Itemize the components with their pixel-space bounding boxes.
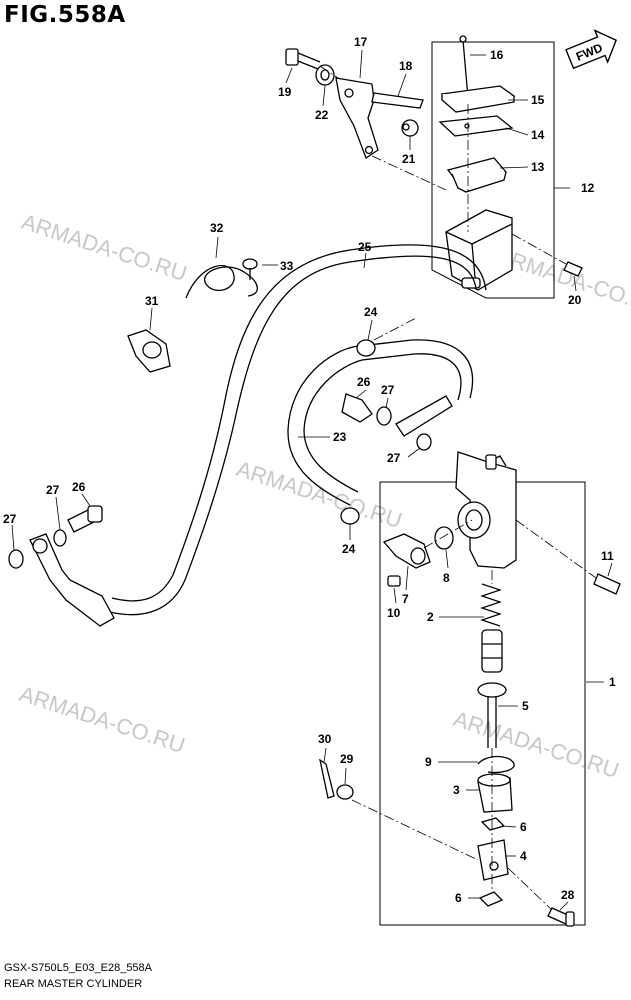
callout-20: 20	[568, 293, 582, 307]
callout-29: 29	[340, 752, 354, 766]
callout-17: 17	[354, 35, 368, 49]
figure-name: REAR MASTER CYLINDER	[4, 978, 143, 990]
spring-2	[480, 583, 502, 627]
callout-7: 7	[402, 592, 409, 606]
callout-21: 21	[402, 152, 416, 166]
callout-14: 14	[531, 128, 545, 142]
hose-fitting-left	[8, 505, 115, 627]
group-frame-1	[379, 481, 586, 926]
callout-27-far-left: 27	[3, 512, 17, 526]
pins-and-washers	[319, 758, 575, 927]
master-cylinder-body	[455, 451, 517, 569]
callout-12: 12	[581, 181, 595, 195]
assembly-center-lines	[319, 65, 597, 911]
callout-15: 15	[531, 93, 545, 107]
watermark-5: ARMADA-CO.RU	[450, 706, 622, 783]
hose-clamp-31	[127, 329, 171, 373]
callout-3: 3	[453, 783, 460, 797]
callout-11: 11	[601, 549, 614, 563]
watermark-3: ARMADA-CO.RU	[233, 456, 405, 533]
leader-lines	[11, 49, 613, 911]
callout-27-left: 27	[46, 483, 60, 497]
figure-code: GSX-S750L5_E03_E28_558A	[4, 962, 153, 974]
watermarks: ARMADA-CO.RU ARMADA-CO.RU ARMADA-CO.RU A…	[16, 209, 631, 783]
callout-4: 4	[520, 849, 527, 863]
callout-30: 30	[318, 732, 332, 746]
callout-26-middle: 26	[357, 375, 371, 389]
callout-10: 10	[387, 606, 401, 620]
screw-33	[242, 258, 258, 280]
callout-13: 13	[531, 160, 545, 174]
banjo-fitting-7	[382, 526, 454, 587]
figure-title: FIG.558A	[4, 2, 126, 28]
callout-24-upper: 24	[364, 305, 378, 319]
hose-25	[109, 244, 487, 616]
callout-1: 1	[609, 675, 616, 689]
watermark-4: ARMADA-CO.RU	[16, 681, 188, 758]
callout-27-middle: 27	[381, 383, 395, 397]
callout-31: 31	[145, 294, 159, 308]
callout-22: 22	[315, 108, 329, 122]
callout-23: 23	[333, 430, 347, 444]
callout-2: 2	[427, 610, 434, 624]
callout-9: 9	[425, 755, 432, 769]
callout-19: 19	[278, 85, 292, 99]
callout-28: 28	[561, 888, 575, 902]
callout-33: 33	[280, 259, 294, 273]
callout-27-lower: 27	[387, 451, 401, 465]
watermark-1: ARMADA-CO.RU	[18, 209, 190, 286]
callout-6-upper: 6	[520, 820, 527, 834]
fwd-arrow-icon: FWD	[565, 29, 617, 70]
callout-18: 18	[399, 59, 413, 73]
callout-5: 5	[522, 699, 529, 713]
spring-clip-32	[185, 264, 258, 299]
callout-25: 25	[358, 240, 372, 254]
callout-24-lower: 24	[342, 542, 356, 556]
bolt-11	[593, 573, 621, 595]
hose-23	[287, 339, 474, 506]
callout-6-lower: 6	[455, 891, 462, 905]
watermark-2: ARMADA-CO.RU	[493, 243, 631, 320]
piston-assembly	[477, 629, 515, 907]
callout-32: 32	[210, 221, 224, 235]
callout-numbers: 1 2 3 4 5 6 6 7 8 9 10 11 12 13 14 15 16…	[3, 35, 616, 905]
group-frame-12	[431, 41, 555, 299]
callout-26-left: 26	[72, 480, 86, 494]
fittings-middle	[340, 339, 453, 525]
callout-16: 16	[490, 48, 504, 62]
reservoir-assembly	[438, 35, 583, 291]
bracket-assembly	[285, 48, 424, 159]
callout-8: 8	[443, 571, 450, 585]
